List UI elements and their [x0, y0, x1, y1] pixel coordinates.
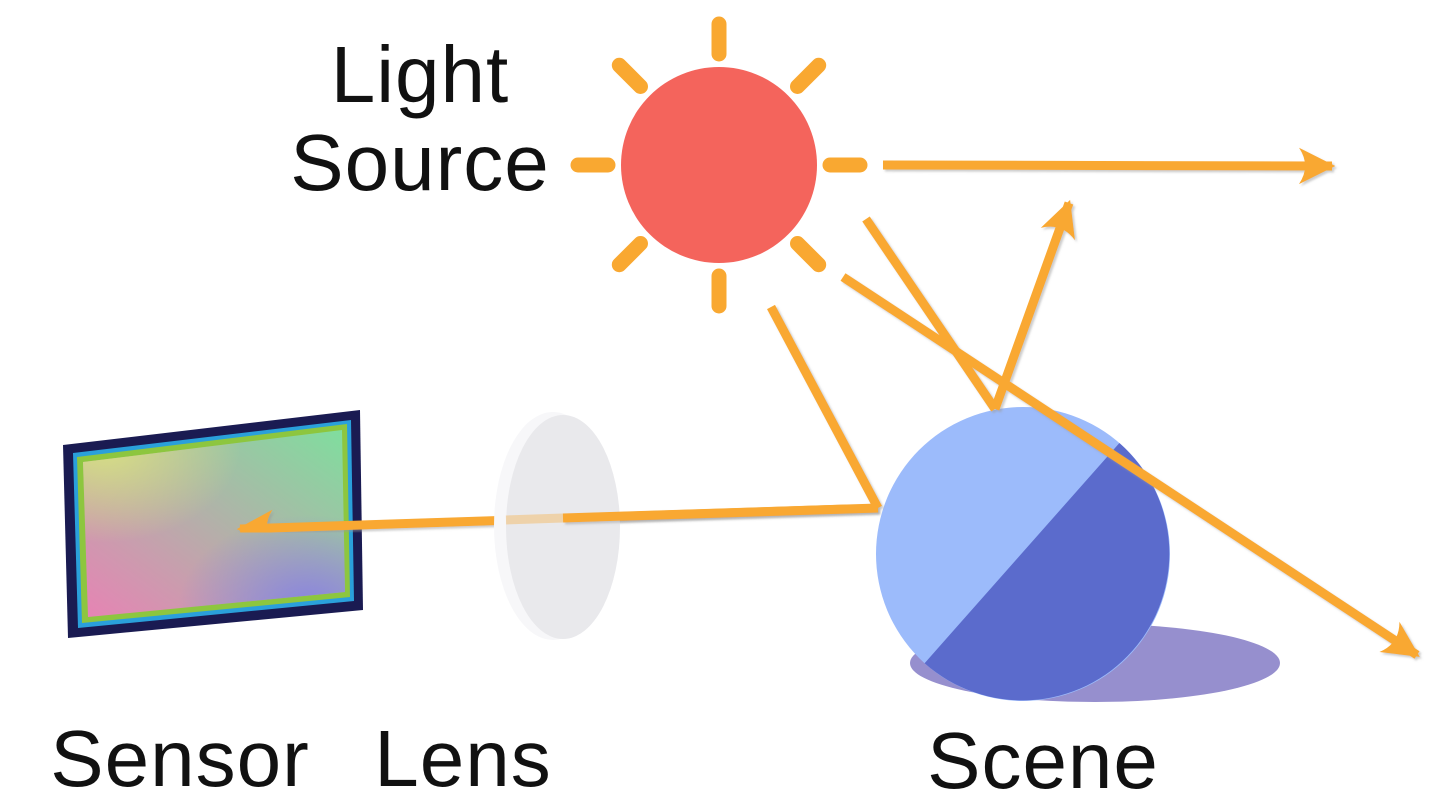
- lens-label: Lens: [374, 714, 551, 803]
- lens-body: [506, 415, 620, 639]
- light-source-label-line1: Light: [331, 30, 509, 119]
- light-source-label-line2: Source: [290, 118, 549, 207]
- scene-label: Scene: [927, 716, 1159, 805]
- ray-horizontal-right: [882, 147, 1336, 185]
- sun-ray-bottom-right: [790, 236, 827, 273]
- sun-rays-icon: [570, 16, 868, 314]
- ray-sun-to-sphere-left: [767, 304, 882, 511]
- sun-ray-top-left: [611, 57, 648, 94]
- ray-scene-to-lens-front: [562, 503, 879, 523]
- sphere-dark-half: [924, 443, 1170, 701]
- light-source-sun: [570, 16, 868, 314]
- sensor-panel: [63, 410, 363, 638]
- ray-pass-through-down-right: [840, 273, 1420, 659]
- sensor-image-tint-br: [83, 430, 345, 617]
- ray-inside-lens-faded: [505, 513, 564, 525]
- ray-sun-to-sphere-top: [862, 216, 999, 412]
- light-rays-group: [562, 147, 1420, 659]
- ray-bounce-up: [990, 199, 1075, 411]
- sun-ray-bottom-left: [611, 236, 648, 273]
- sensor-label: Sensor: [50, 714, 309, 803]
- sun-ray-top-right: [790, 57, 827, 94]
- sun-icon: [621, 67, 817, 263]
- lens-shape: [494, 412, 620, 640]
- scene-object: [876, 407, 1280, 702]
